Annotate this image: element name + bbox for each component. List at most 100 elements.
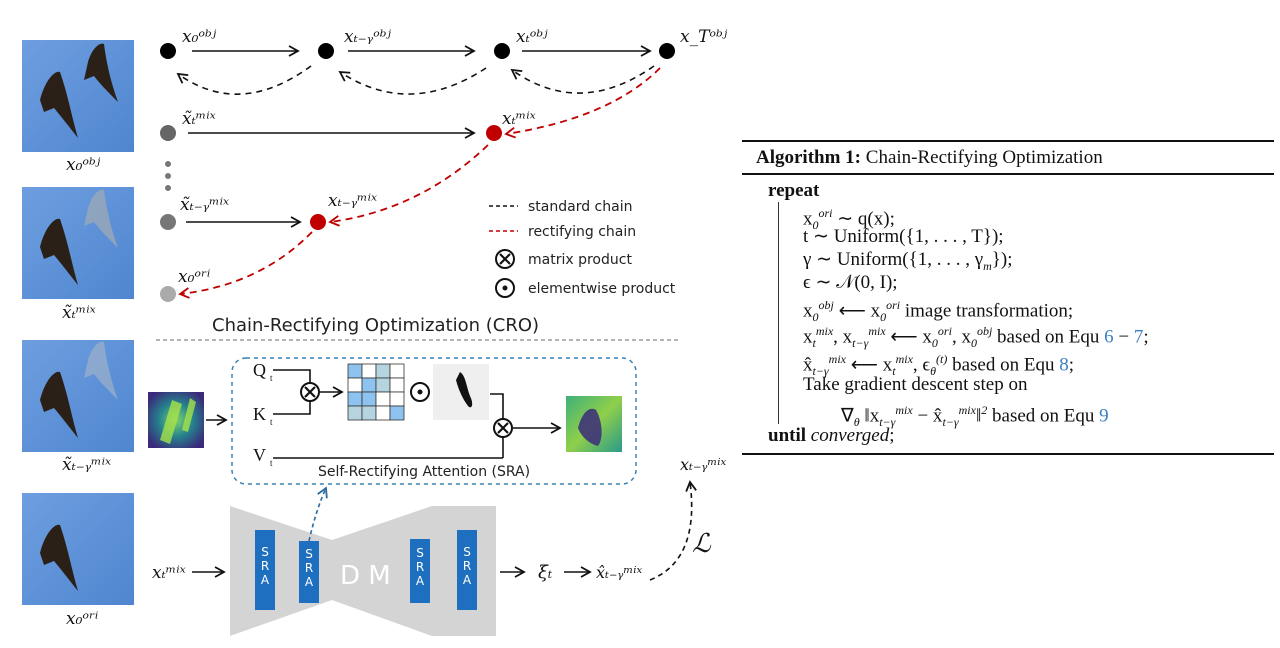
algorithm-body: repeat x0ori ∼ q(x);t ∼ Uniform({1, . . … xyxy=(742,175,1274,453)
sra-block-label: S xyxy=(463,545,471,559)
label-node-xt-mix: xₜᵐⁱˣ xyxy=(502,109,536,129)
attention-cell xyxy=(389,391,405,407)
bird-silhouette-icon xyxy=(456,372,473,408)
dashed-reverse-arrow xyxy=(176,65,312,95)
image-xt-mix-tilde xyxy=(22,187,134,299)
until-end: ; xyxy=(889,425,895,446)
repeat-block: x0ori ∼ q(x);t ∼ Uniform({1, . . . , T})… xyxy=(778,202,1274,430)
algorithm-box: Algorithm 1: Chain-Rectifying Optimizati… xyxy=(742,140,1274,455)
ellipsis-dot xyxy=(165,185,171,191)
sra-block-label: A xyxy=(261,573,270,587)
sra-box xyxy=(231,357,637,485)
attention-matrix xyxy=(347,363,405,421)
faded-vulture-icon xyxy=(84,189,118,248)
v-label: V xyxy=(253,445,266,465)
matrix-product-icon xyxy=(300,382,320,402)
sra-block-label: R xyxy=(305,561,313,575)
sra-block-label: S xyxy=(261,545,269,559)
legend-standard-label: standard chain xyxy=(528,199,632,215)
matrix-product-icon xyxy=(493,418,513,438)
algorithm-line: x0ori ∼ q(x); xyxy=(803,206,895,233)
image-xtg-mix-tilde xyxy=(22,340,134,452)
dm-label: D M xyxy=(340,561,391,591)
algorithm-line: γ ∼ Uniform({1, . . . , γm}); xyxy=(803,249,1013,273)
attention-cell xyxy=(361,377,377,393)
attention-cell xyxy=(375,391,391,407)
standard-chain xyxy=(160,43,675,95)
rectifying-arrow xyxy=(504,67,661,139)
rectifying-arrow xyxy=(178,231,313,299)
node-x0-ori xyxy=(160,286,176,302)
algorithm-line: xtmix, xt−γmix ⟵ x0ori, x0obj based on E… xyxy=(803,324,1149,351)
node-x0-obj xyxy=(160,43,176,59)
bottom-rule xyxy=(742,453,1274,455)
dm-body xyxy=(230,506,496,636)
label-node-xt-obj: xₜᵒᵇʲ xyxy=(516,27,548,47)
sra-block-label: R xyxy=(261,559,269,573)
label-node-xtg-obj: xₜ₋ᵧᵒᵇʲ xyxy=(344,27,392,47)
sra-block-label: A xyxy=(305,575,314,589)
legend-matrix-label: matrix product xyxy=(528,252,632,268)
cro-title: Chain-Rectifying Optimization (CRO) xyxy=(212,315,539,336)
label-node-xtg-mix: xₜ₋ᵧᵐⁱˣ xyxy=(328,191,377,211)
legend-rectifying-label: rectifying chain xyxy=(528,224,636,240)
elementwise-product-icon xyxy=(495,278,515,298)
label-node-xt-mix-tilde: x̃ₜᵐⁱˣ xyxy=(182,109,216,129)
algorithm-line: x̂t−γmix ⟵ xtmix, ϵθ(t) based on Equ 8; xyxy=(803,352,1075,379)
attention-cell xyxy=(361,405,377,421)
top-rule xyxy=(742,140,1274,142)
legend-elementwise-label: elementwise product xyxy=(528,281,676,297)
vulture-icon xyxy=(40,218,78,285)
node-xT-obj xyxy=(659,43,675,59)
vulture-icon xyxy=(40,371,78,438)
sra-block xyxy=(255,530,275,610)
node-xtg-mix-tilde xyxy=(160,214,176,230)
sra-block-label: S xyxy=(305,547,313,561)
sra-block-label: R xyxy=(416,560,424,574)
sra-block-label: A xyxy=(416,574,425,588)
xi-label: ξₜ xyxy=(538,562,553,583)
ellipsis-dot xyxy=(165,161,171,167)
node-xt-mix xyxy=(486,125,502,141)
algorithm-line: ∇θ ‖xt−γmix − x̂t−γmix‖2 based on Equ 9 xyxy=(841,403,1109,430)
sra-block-label: R xyxy=(463,559,471,573)
attention-cell xyxy=(347,377,363,393)
sra-title: Self-Rectifying Attention (SRA) xyxy=(318,464,530,480)
node-xtg-mix xyxy=(310,214,326,230)
algorithm-line: ϵ ∼ 𝒩(0, I); xyxy=(803,272,898,293)
image-x0-obj xyxy=(22,40,134,152)
k-label: K xyxy=(253,404,266,424)
loss-symbol: ℒ xyxy=(692,529,712,559)
label-x0-obj: x₀ᵒᵇʲ xyxy=(66,155,101,175)
attention-cell xyxy=(361,391,377,407)
sra-link-arrow xyxy=(308,486,328,542)
attention-cell xyxy=(347,391,363,407)
label-node-xT-obj: x_Tᵒᵇʲ xyxy=(680,27,728,47)
loss-arrow xyxy=(649,480,697,581)
faded-vulture-icon xyxy=(84,341,118,400)
sra-block xyxy=(299,541,319,603)
until-line: until converged; xyxy=(768,424,1274,447)
dashed-reverse-arrow xyxy=(338,67,487,95)
sra-block-label: S xyxy=(416,546,424,560)
until-condition: converged xyxy=(810,425,890,446)
algorithm-title: Algorithm 1: Chain-Rectifying Optimizati… xyxy=(742,142,1274,173)
elementwise-product-icon xyxy=(410,382,430,402)
dm-input-label: xₜᵐⁱˣ xyxy=(152,563,186,583)
attention-cell xyxy=(361,363,377,379)
v-sub: t xyxy=(270,458,273,468)
algorithm-name: Chain-Rectifying Optimization xyxy=(865,147,1103,168)
algorithm-number: Algorithm 1: xyxy=(756,147,862,168)
mid-rule xyxy=(742,173,1274,175)
attention-cell xyxy=(347,405,363,421)
label-node-x0-obj: x₀ᵒᵇʲ xyxy=(182,27,217,47)
rectifying-arrow xyxy=(328,144,489,227)
hat-label: x̂ₜ₋ᵧᵐⁱˣ xyxy=(596,563,642,582)
attention-cell xyxy=(347,363,363,379)
ellipsis-dot xyxy=(165,173,171,179)
matrix-product-icon xyxy=(495,249,515,269)
sra-module: Q t K t V t Self-Rectifying Attention (S… xyxy=(148,357,637,485)
target-label: xₜ₋ᵧᵐⁱˣ xyxy=(680,455,726,474)
